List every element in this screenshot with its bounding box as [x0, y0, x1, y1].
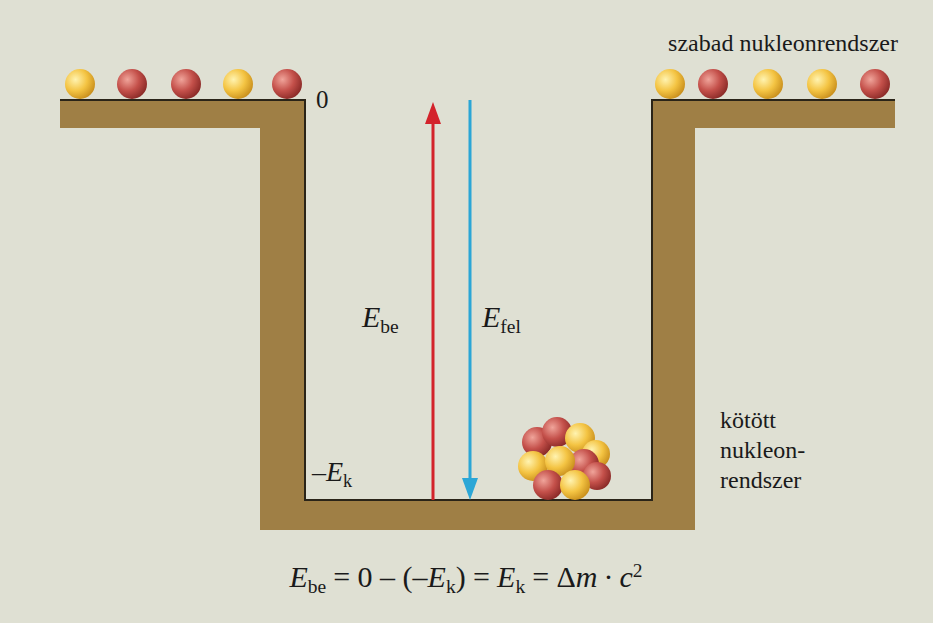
zero-level-label-text: 0 — [316, 86, 329, 113]
binding-energy-formula-text: k — [515, 576, 525, 597]
binding-energy-formula-text: ) = — [456, 560, 490, 593]
released-energy-label-text: fel — [500, 316, 521, 337]
binding-energy-formula-text: E — [497, 560, 515, 593]
binding-energy-formula-text: m — [576, 560, 598, 593]
released-energy-label: Efel — [482, 300, 521, 335]
binding-energy-formula-text: = Δ — [532, 560, 576, 593]
binding-energy-formula-text: = 0 – (– — [333, 560, 427, 593]
released-energy-label-text: E — [482, 300, 500, 333]
bound-level-label-text: – — [312, 456, 326, 487]
zero-level-label: 0 — [316, 86, 329, 115]
released-energy-arrow — [462, 100, 478, 500]
free-system-label-text: szabad nukleonrendszer — [668, 30, 898, 56]
binding-energy-formula-text: be — [308, 576, 326, 597]
potential-well — [60, 100, 895, 530]
bound-system-label-text: kötött nukleon- rendszer — [720, 407, 805, 493]
bound-system-label: kötött nukleon- rendszer — [720, 405, 840, 495]
binding-energy-formula-text: E — [428, 560, 446, 593]
binding-energy-label: Ebe — [362, 300, 399, 335]
bound-level-label: –Ek — [312, 456, 352, 488]
binding-energy-arrow — [425, 102, 441, 500]
nucleus-cluster — [518, 417, 611, 500]
binding-energy-formula-text: k — [446, 576, 456, 597]
binding-energy-formula-text: 2 — [633, 560, 643, 581]
free-nucleons-right — [655, 69, 890, 99]
binding-energy-formula-text: · — [604, 560, 614, 593]
binding-energy-formula: Ebe= 0 – (–Ek) =Ek= Δm·c2 — [289, 560, 642, 595]
binding-energy-label-text: be — [380, 316, 398, 337]
well-edge-line — [60, 100, 895, 500]
binding-energy-formula-text: E — [289, 560, 307, 593]
bound-level-label-text: E — [326, 456, 343, 487]
binding-energy-label-text: E — [362, 300, 380, 333]
free-nucleons-left — [65, 69, 302, 99]
free-system-label: szabad nukleonrendszer — [668, 30, 898, 58]
bound-level-label-text: k — [343, 471, 352, 491]
binding-energy-formula-text: c — [620, 560, 633, 593]
